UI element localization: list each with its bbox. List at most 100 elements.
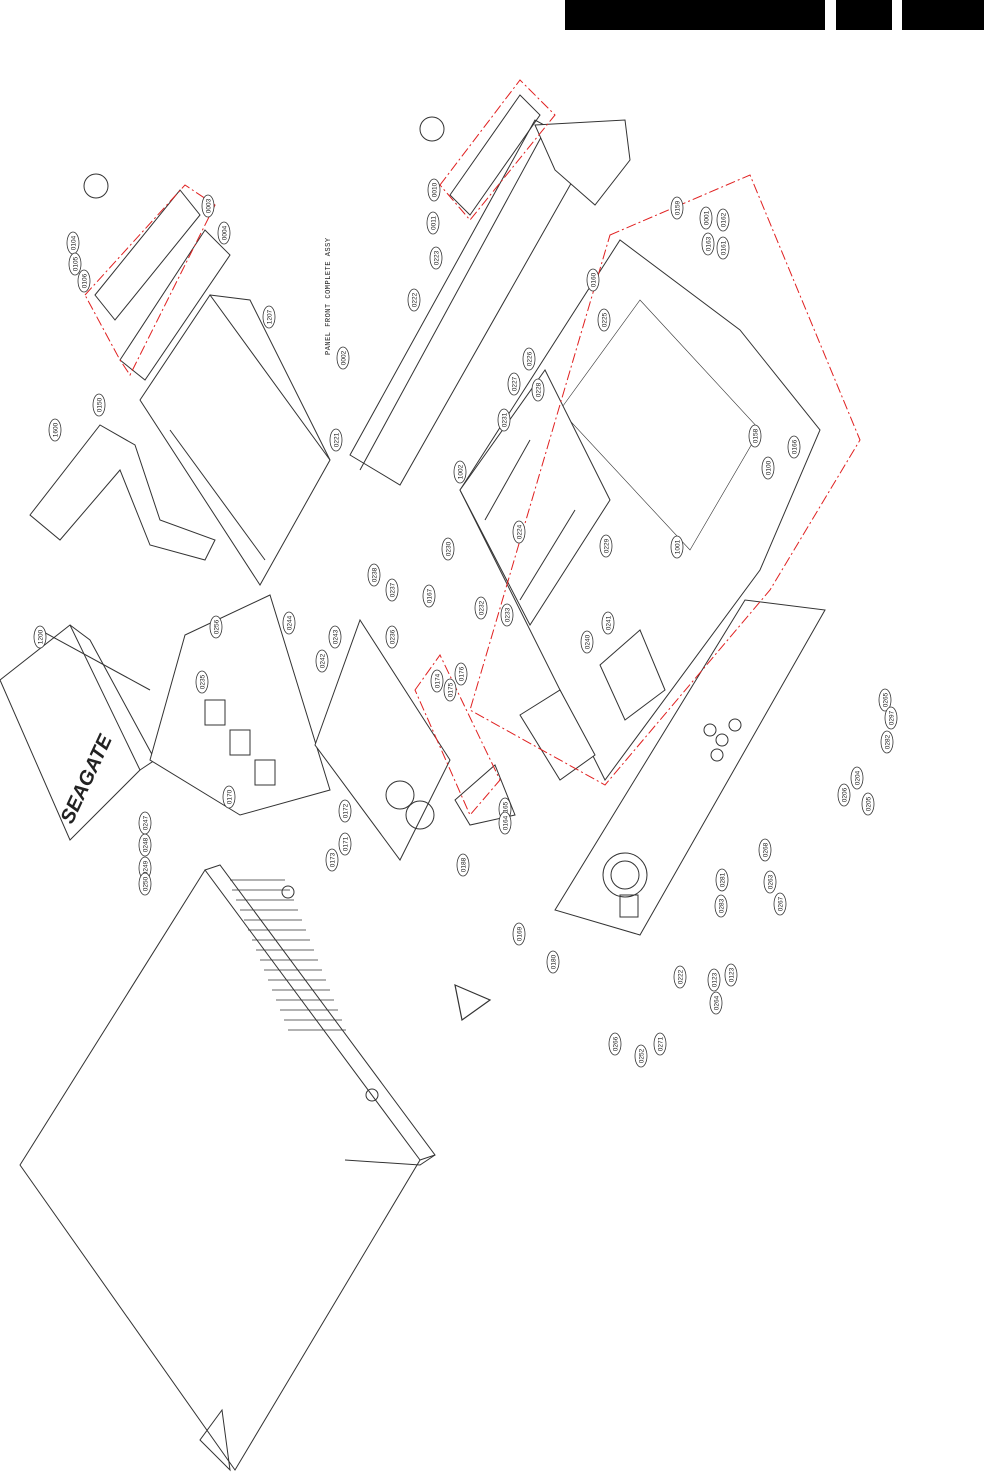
callout-c0222b: 0222 [673, 965, 687, 989]
callout-bubble [201, 194, 215, 218]
top-cover [19, 864, 436, 1472]
callout-c0223: 0223 [429, 246, 443, 270]
callout-c0104: 0104 [66, 231, 80, 255]
callout-label: 0267 [777, 896, 784, 911]
callout-c0225: 0225 [597, 308, 611, 332]
callout-c0160: 0160 [586, 268, 600, 292]
callout-label: 0174 [434, 673, 441, 688]
callout-bubble [608, 1032, 622, 1056]
callout-label: 0162 [720, 212, 727, 227]
callout-bubble [634, 1044, 648, 1068]
callout-c0249: 0249 [138, 856, 152, 880]
dashed-group-front-bezel [84, 184, 216, 376]
callout-c0265: 0265 [878, 688, 892, 712]
callout-c1207: 1207 [262, 305, 276, 329]
callout-bubble [68, 252, 82, 276]
callout-c0174: 0174 [430, 669, 444, 693]
callout-bubble [709, 991, 723, 1015]
callout-c1001: 1001 [670, 535, 684, 559]
callout-label: 0223 [433, 250, 440, 265]
callout-bubble [673, 965, 687, 989]
callout-c0232: 0232 [474, 596, 488, 620]
callout-bubble [670, 196, 684, 220]
callout-label: 0165 [502, 801, 509, 816]
callout-label: 0230 [445, 541, 452, 556]
callout-bubble [338, 832, 352, 856]
header-bar [0, 0, 984, 30]
callout-c0173: 0173 [325, 848, 339, 872]
callout-c0240: 0240 [580, 630, 594, 654]
callout-bubble [315, 649, 329, 673]
callout-c0281: 0281 [715, 868, 729, 892]
callout-c1200: 1200 [33, 625, 47, 649]
callout-label: 0004 [221, 225, 228, 240]
callout-bubble [385, 625, 399, 649]
callout-c0010: 0010 [427, 178, 441, 202]
callout-c1600: 1600 [48, 418, 62, 442]
callout-c0003: 0003 [201, 194, 215, 218]
callout-label: 0248 [142, 837, 149, 852]
callout-c0100: 0100 [761, 456, 775, 480]
callout-bubble [715, 868, 729, 892]
callout-label: 0252 [638, 1048, 645, 1063]
callout-label: 0158 [752, 428, 759, 443]
callout-label: 1200 [37, 629, 44, 644]
callout-c0243: 0243 [328, 625, 342, 649]
callout-label: 0249 [142, 860, 149, 875]
callout-bubble [498, 811, 512, 835]
dashed-group-chassis [469, 174, 861, 786]
callout-bubble [441, 537, 455, 561]
callout-c0105: 0105 [68, 252, 82, 276]
callout-label: 0003 [205, 198, 212, 213]
callout-bubble [601, 611, 615, 635]
dashed-group-power [414, 654, 501, 816]
callout-bubble [77, 269, 91, 293]
callout-bubble [773, 892, 787, 916]
callout-bubble [329, 428, 343, 452]
panel-front-assy [349, 119, 631, 486]
callout-c0106: 0106 [77, 269, 91, 293]
callout-c0123b: 0123 [724, 963, 738, 987]
callout-label: 0163 [705, 236, 712, 251]
callout-c0204: 0204 [850, 766, 864, 790]
callout-label: 0106 [81, 273, 88, 288]
callout-label: 0104 [70, 235, 77, 250]
callout-bubble [761, 456, 775, 480]
callout-c0222: 0222 [407, 288, 421, 312]
callout-bubble [763, 870, 777, 894]
callout-c0242: 0242 [315, 649, 329, 673]
callout-c0271: 0271 [653, 1032, 667, 1056]
callout-c0175: 0175 [443, 678, 457, 702]
callout-bubble [500, 603, 514, 627]
callout-bubble [338, 799, 352, 823]
callout-c0161: 0161 [716, 236, 730, 260]
callout-c0011: 0011 [426, 211, 440, 235]
callout-c0256: 0256 [209, 615, 223, 639]
callout-c0250: 0250 [138, 872, 152, 896]
callout-c0166: 0166 [787, 435, 801, 459]
callout-label: 0176 [458, 666, 465, 681]
callout-c0205: 0205 [861, 792, 875, 816]
callout-label: 0001 [703, 210, 710, 225]
header-box-section [836, 0, 892, 30]
callout-label: 0297 [888, 710, 895, 725]
callout-label: 0010 [431, 182, 438, 197]
callout-bubble [716, 236, 730, 260]
callout-c0221: 0221 [329, 428, 343, 452]
callout-c0241: 0241 [601, 611, 615, 635]
callout-label: 0161 [720, 240, 727, 255]
callout-c0176: 0176 [454, 662, 468, 686]
callout-c0170: 0170 [222, 785, 236, 809]
callout-c0248: 0248 [138, 833, 152, 857]
callout-label: 0238 [371, 567, 378, 582]
callout-bubble [325, 848, 339, 872]
ref-circle-a [83, 173, 109, 199]
callout-c0233: 0233 [500, 603, 514, 627]
callout-bubble [699, 206, 713, 230]
callout-c0263: 0263 [763, 870, 777, 894]
callout-bubble [328, 625, 342, 649]
callout-bubble [884, 706, 898, 730]
rear-panel [554, 599, 826, 936]
callout-c1002: 1002 [453, 460, 467, 484]
callout-c0163: 0163 [701, 232, 715, 256]
